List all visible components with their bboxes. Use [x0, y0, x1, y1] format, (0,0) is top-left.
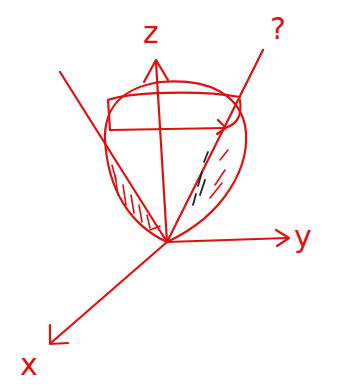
x-arrowhead	[50, 325, 68, 344]
axis-label: y	[292, 222, 314, 252]
hatching	[193, 152, 208, 205]
disk-edge	[108, 100, 110, 130]
axis-label: z	[141, 18, 161, 48]
sphere-outline	[105, 81, 246, 242]
disk-radius	[110, 128, 225, 130]
cone-line	[167, 50, 263, 242]
y-arrowhead	[276, 230, 289, 246]
disk-edge	[108, 93, 240, 100]
z-axis	[156, 62, 167, 242]
hatching	[210, 150, 228, 198]
x-axis	[52, 242, 167, 342]
z-arrowhead	[144, 60, 168, 82]
hatching	[112, 165, 160, 230]
axis-label: x	[18, 350, 40, 380]
radius-arrowhead	[217, 120, 226, 134]
y-axis	[167, 238, 287, 242]
disk-edge	[225, 100, 240, 128]
axis-label: ?	[268, 14, 288, 44]
